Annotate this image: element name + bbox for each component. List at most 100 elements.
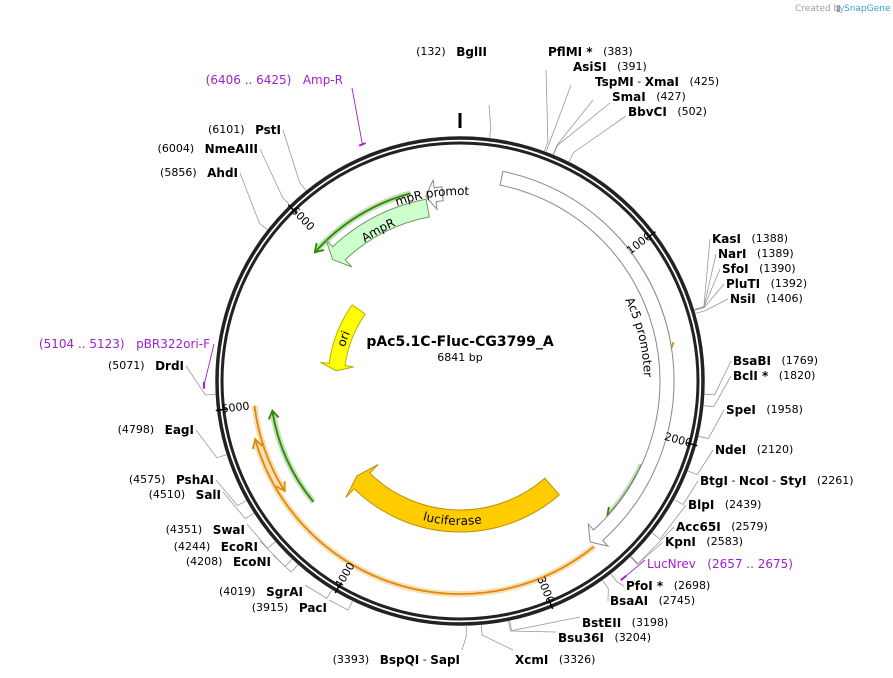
orf-5-line xyxy=(253,405,286,492)
orf-5-arrowhead xyxy=(275,481,286,493)
site-tspmi[interactable]: TspMI - XmaI (425) xyxy=(552,75,719,155)
site-label: (4208) EcoNI xyxy=(186,555,271,569)
site-leader-line xyxy=(480,625,514,651)
orf-3-halo xyxy=(251,439,596,597)
primer-range: (6406 .. 6425) xyxy=(206,73,292,87)
site-spei[interactable]: SpeI (1958) xyxy=(698,403,803,439)
site-paci[interactable]: (3915) PacI xyxy=(252,599,353,615)
cut-position-value: (1820) xyxy=(779,369,816,382)
site-bglii[interactable]: (132) BglII xyxy=(416,45,492,138)
site-pflmi[interactable]: PflMI * (383) xyxy=(544,45,633,152)
site-bcli[interactable]: BclI * (1820) xyxy=(703,369,816,408)
backbone-inner-strand xyxy=(220,141,700,621)
site-leader-line xyxy=(185,365,216,396)
cut-position: (391) xyxy=(607,60,647,73)
site-nmeaiii[interactable]: (6004) NmeAIII xyxy=(158,142,290,206)
site-leader-line xyxy=(553,102,611,155)
spacer xyxy=(288,601,299,614)
site-bsu36i[interactable]: Bsu36I (3204) xyxy=(508,621,652,645)
primer-name: pBR322ori-F xyxy=(136,337,210,351)
tick-4000 xyxy=(334,582,342,594)
site-pluti[interactable]: PluTI (1392) xyxy=(694,277,808,311)
enzyme-name: Acc65I xyxy=(676,520,721,534)
enzyme-name: NcoI xyxy=(739,474,769,488)
cut-position: (1820) xyxy=(768,369,815,382)
primer-pbr322ori-f[interactable]: (5104 .. 5123) pBR322ori-F xyxy=(39,337,215,389)
tick-6000 xyxy=(287,204,298,214)
site-kpni[interactable]: KpnI (2583) xyxy=(630,535,743,565)
cut-position-value: (3198) xyxy=(632,616,669,629)
cut-position-value: (1392) xyxy=(771,277,808,290)
site-nsii[interactable]: NsiI (1406) xyxy=(695,292,803,314)
cut-position-value: (1406) xyxy=(766,292,803,305)
primer-sites: (6406 .. 6425) Amp-R (5104 .. 5123) pBR32… xyxy=(39,73,793,581)
primer-leader-line xyxy=(623,559,646,579)
site-bspqi[interactable]: (3393) BspQI - SapI xyxy=(333,625,467,667)
enzyme-name: SalI xyxy=(196,488,221,502)
cut-position: (2698) xyxy=(663,579,710,592)
site-label: Acc65I (2579) xyxy=(676,520,768,534)
site-drdi[interactable]: (5071) DrdI xyxy=(108,359,216,396)
site-nari[interactable]: NarI (1389) xyxy=(694,247,794,311)
primer-lucnrev[interactable]: LucNrev (2657 .. 2675) xyxy=(620,557,793,581)
site-sfoi[interactable]: SfoI (1390) xyxy=(694,262,796,311)
site-label: BsaBI (1769) xyxy=(733,354,818,368)
plasmid-backbone xyxy=(215,113,705,626)
cut-position-value: (1388) xyxy=(752,232,789,245)
site-smai[interactable]: SmaI (427) xyxy=(553,90,686,155)
site-label: KpnI (2583) xyxy=(665,535,743,549)
enzyme-name: BspQI xyxy=(380,653,420,667)
site-blpi[interactable]: BlpI (2439) xyxy=(651,498,761,540)
site-btgi[interactable]: BtgI - NcoI - StyI (2261) xyxy=(674,474,854,506)
spacer xyxy=(197,166,208,179)
site-sali[interactable]: (4510) SalI xyxy=(149,488,255,520)
site-leader-line xyxy=(328,599,353,611)
spacer xyxy=(210,540,221,553)
site-leader-line xyxy=(552,99,594,155)
site-leader-line xyxy=(687,449,714,476)
site-psti[interactable]: (6101) PstI xyxy=(208,123,307,191)
orf-5-halo xyxy=(251,405,286,492)
cut-position-value: (2579) xyxy=(731,520,768,533)
enzyme-name: SpeI xyxy=(726,403,756,417)
site-pfoi[interactable]: PfoI * (2698) xyxy=(610,573,710,593)
site-econi[interactable]: (4208) EcoNI xyxy=(186,555,299,573)
enzyme-name: Bsu36I xyxy=(558,631,604,645)
cut-position: (3393) xyxy=(333,653,370,666)
spacer xyxy=(154,423,165,436)
enzyme-name: XcmI xyxy=(515,653,548,667)
ac5-promoter-arrow xyxy=(499,170,675,547)
primer-label: (5104 .. 5123) pBR322ori-F xyxy=(39,337,210,351)
site-ndei[interactable]: NdeI (2120) xyxy=(687,443,793,476)
site-label: PluTI (1392) xyxy=(726,277,807,291)
cut-position: (1958) xyxy=(756,403,803,416)
site-label: TspMI - XmaI (425) xyxy=(595,75,719,89)
site-pshai[interactable]: (4575) PshAI xyxy=(129,473,247,507)
site-label: (3915) PacI xyxy=(252,601,327,615)
site-eagi[interactable]: (4798) EagI xyxy=(118,423,227,459)
site-bsteii[interactable]: BstEII (3198) xyxy=(509,616,669,632)
site-sgrai[interactable]: (4019) SgrAI xyxy=(219,585,333,599)
site-xcmi[interactable]: XcmI (3326) xyxy=(480,625,595,667)
primer-leader-line xyxy=(203,343,215,386)
site-ahdi[interactable]: (5856) AhdI xyxy=(160,166,268,230)
primer-label: LucNrev (2657 .. 2675) xyxy=(647,557,793,571)
enzyme-name: EcoRI xyxy=(221,540,258,554)
cut-position: (1769) xyxy=(771,354,818,367)
site-bbvci[interactable]: BbvCI (502) xyxy=(568,105,707,162)
cut-position-value: (3204) xyxy=(615,631,652,644)
primer-amp-r[interactable]: (6406 .. 6425) Amp-R xyxy=(206,73,366,147)
site-asisi[interactable]: AsiSI (391) xyxy=(545,60,647,152)
site-swai[interactable]: (4351) SwaI xyxy=(166,523,276,549)
spacer xyxy=(222,555,233,568)
site-label: (3393) BspQI - SapI xyxy=(333,653,460,667)
site-bsaai[interactable]: BsaAI (2745) xyxy=(602,580,695,608)
site-bsabi[interactable]: BsaBI (1769) xyxy=(704,354,818,396)
spacer xyxy=(194,142,205,155)
snapgene-logo-icon: ▮ xyxy=(836,4,841,14)
site-label: SpeI (1958) xyxy=(726,403,803,417)
site-ecori[interactable]: (4244) EcoRI xyxy=(174,540,293,568)
cut-position: (3326) xyxy=(548,653,595,666)
spacer xyxy=(202,523,213,536)
site-label: (5856) AhdI xyxy=(160,166,238,180)
